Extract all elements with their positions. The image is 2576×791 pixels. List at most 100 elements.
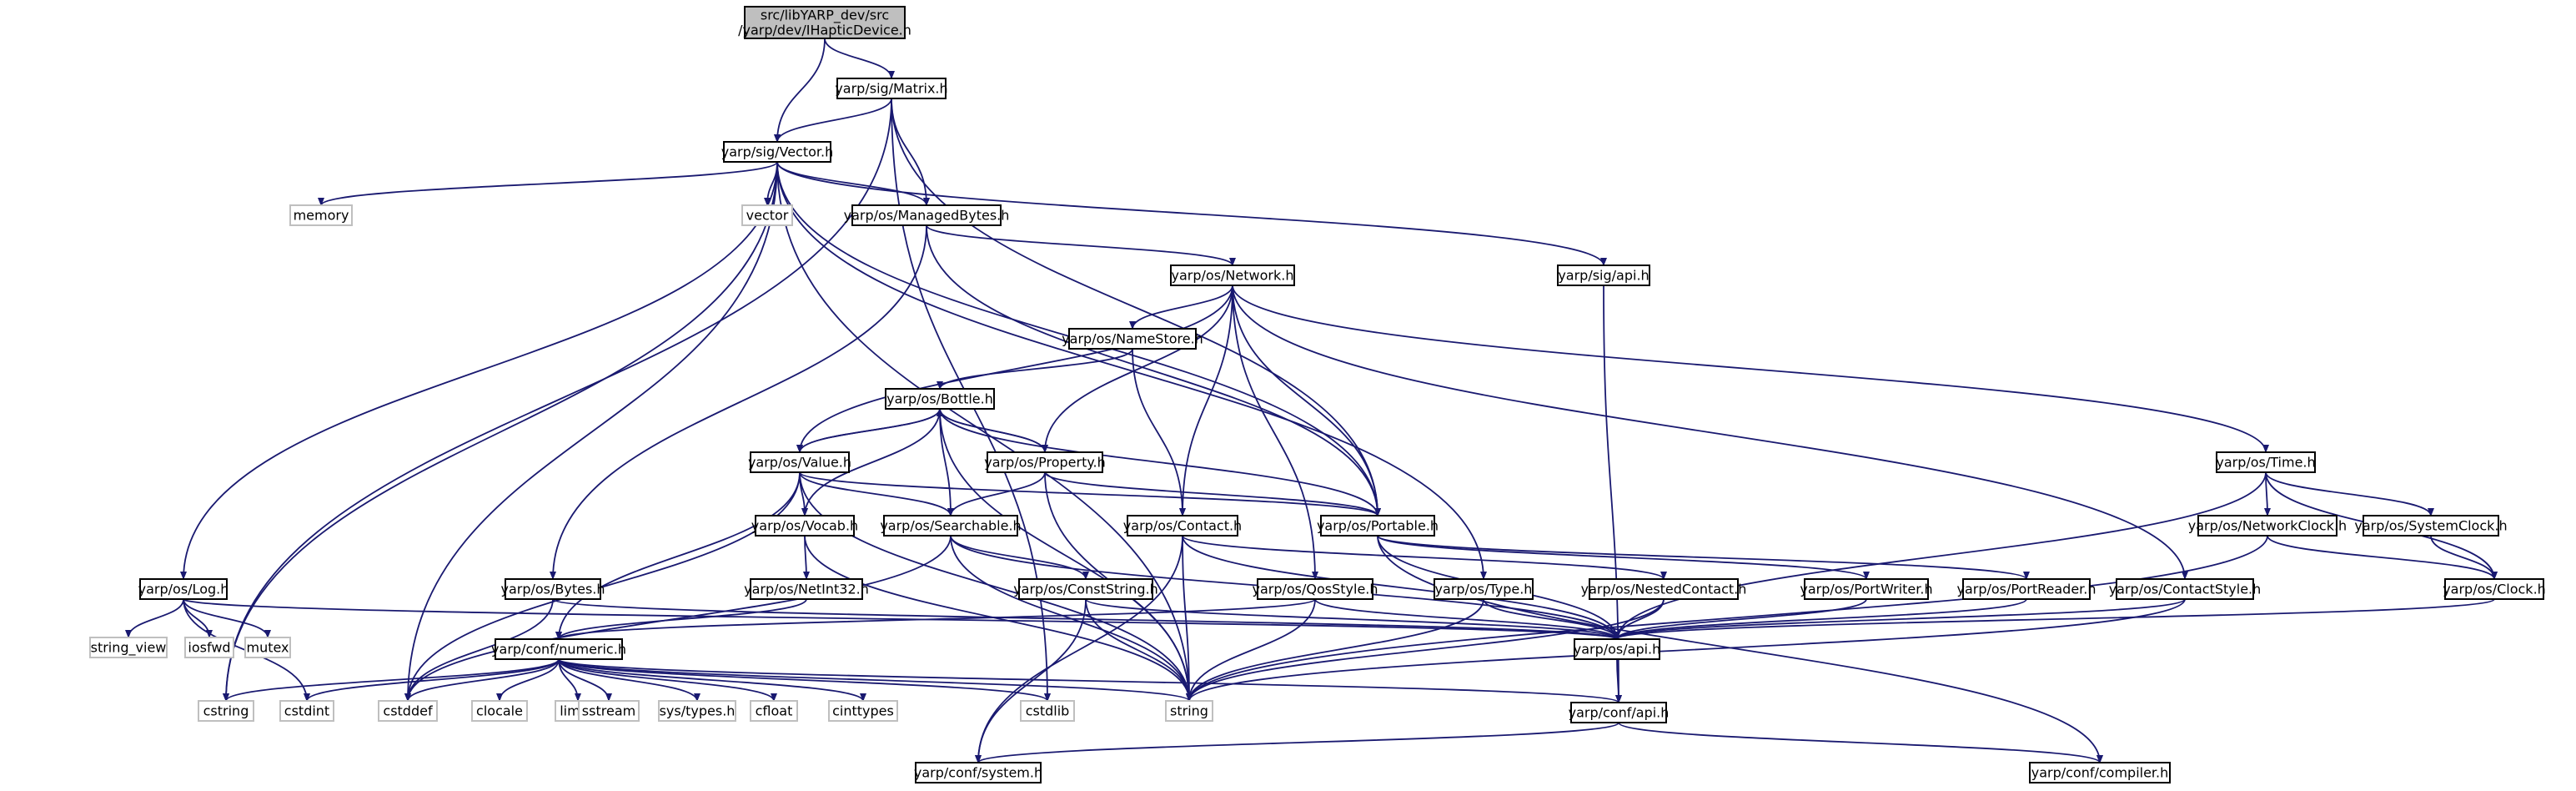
node-box-sstream [578, 700, 640, 722]
node-label-property: yarp/os/Property.h [984, 455, 1106, 471]
edge-namestore-to-bottle [936, 348, 1133, 390]
node-time[interactable]: yarp/os/Time.h [2216, 451, 2316, 473]
edge-network-to-value [796, 285, 1233, 453]
node-portreader[interactable]: yarp/os/PortReader.h [1956, 578, 2096, 600]
node-label-conststring: yarp/os/ConstString.h [1013, 582, 1158, 597]
node-label-root-0: src/libYARP_dev/src [761, 8, 889, 24]
edge-portable-to-confcompiler [1377, 535, 2103, 763]
node-property[interactable]: yarp/os/Property.h [984, 451, 1106, 473]
node-label-string_view: string_view [91, 640, 167, 657]
edge-confapi-to-confsystem [975, 722, 1619, 763]
edge-searchable-to-cstddef [404, 535, 952, 702]
node-label-matrix: yarp/sig/Matrix.h [835, 81, 947, 97]
node-confapi[interactable]: yarp/conf/api.h [1569, 702, 1670, 723]
node-type[interactable]: yarp/os/Type.h [1434, 578, 1534, 600]
node-box-confapi [1570, 702, 1667, 723]
node-cinttypes: cinttypes [828, 700, 898, 722]
node-label-confsystem: yarp/conf/system.h [914, 765, 1042, 781]
node-label-cinttypes: cinttypes [832, 703, 894, 719]
edge-layer [125, 38, 2498, 763]
edge-conststring-to-confsystem [975, 598, 1087, 763]
node-box-mutex [244, 637, 291, 658]
node-label-bytes: yarp/os/Bytes.h [500, 582, 605, 597]
edge-numeric-to-confapi [558, 658, 1622, 703]
node-root[interactable]: src/libYARP_dev/src/yarp/dev/IHapticDevi… [738, 6, 911, 39]
node-bottle[interactable]: yarp/os/Bottle.h [885, 388, 995, 410]
node-label-cfloat: cfloat [756, 703, 793, 719]
node-label-portreader: yarp/os/PortReader.h [1956, 582, 2096, 597]
node-numeric[interactable]: yarp/conf/numeric.h [491, 638, 626, 660]
node-box-network [1170, 265, 1295, 286]
edge-managedbytes-to-network [926, 224, 1236, 266]
node-box-systemclock [2363, 515, 2499, 537]
edge-value-to-numeric [555, 471, 801, 640]
node-label-osapi: yarp/os/api.h [1574, 642, 1661, 657]
node-label-systypes: sys/types.h [660, 703, 736, 719]
node-netint32[interactable]: yarp/os/NetInt32.h [744, 578, 869, 600]
node-contact[interactable]: yarp/os/Contact.h [1123, 515, 1242, 537]
node-label-qosstyle: yarp/os/QosStyle.h [1252, 582, 1378, 597]
node-sigapi[interactable]: yarp/sig/api.h [1557, 265, 1650, 286]
node-label-network: yarp/os/Network.h [1172, 268, 1294, 284]
node-bytes[interactable]: yarp/os/Bytes.h [500, 578, 605, 600]
edge-log-to-osapi [183, 598, 1620, 640]
node-namestore[interactable]: yarp/os/NameStore.h [1062, 328, 1203, 350]
node-vocab[interactable]: yarp/os/Vocab.h [751, 515, 858, 537]
node-value[interactable]: yarp/os/Value.h [748, 451, 851, 473]
node-portable[interactable]: yarp/os/Portable.h [1317, 515, 1439, 537]
node-searchable[interactable]: yarp/os/Searchable.h [880, 515, 1022, 537]
edge-value-to-searchable [799, 471, 954, 516]
node-clocale: clocale [471, 700, 528, 722]
node-contactstyle[interactable]: yarp/os/ContactStyle.h [2109, 578, 2262, 600]
node-osapi[interactable]: yarp/os/api.h [1574, 638, 1661, 660]
edge-managedbytes-to-portable [926, 224, 1381, 516]
node-label-searchable: yarp/os/Searchable.h [880, 518, 1021, 534]
node-box-confsystem [915, 762, 1042, 783]
edge-network-to-time [1232, 285, 2269, 453]
node-network[interactable]: yarp/os/Network.h [1170, 265, 1295, 286]
node-confsystem[interactable]: yarp/conf/system.h [914, 762, 1042, 783]
edge-network-to-contact [1179, 285, 1233, 516]
node-cfloat: cfloat [750, 700, 798, 722]
edge-namestore-to-contact [1132, 348, 1186, 516]
node-vectorstd: vector [741, 204, 793, 226]
node-label-cstdlib: cstdlib [1026, 703, 1070, 719]
node-mutex: mutex [244, 637, 291, 658]
edge-qosstyle-to-numeric [555, 598, 1316, 640]
node-conststring[interactable]: yarp/os/ConstString.h [1013, 578, 1158, 600]
edge-numeric-to-cstdlib [558, 658, 1051, 702]
node-clock[interactable]: yarp/os/Clock.h [2443, 578, 2546, 600]
node-label-netint32: yarp/os/NetInt32.h [744, 582, 869, 597]
node-networkclock[interactable]: yarp/os/NetworkClock.h [2188, 515, 2347, 537]
node-label-systemclock: yarp/os/SystemClock.h [2354, 518, 2507, 534]
node-confcompiler[interactable]: yarp/conf/compiler.h [2029, 762, 2171, 783]
node-nestedcontact[interactable]: yarp/os/NestedContact.h [1581, 578, 1747, 600]
edge-contact-to-nestedcontact [1182, 535, 1667, 580]
node-label-vector: yarp/sig/Vector.h [721, 144, 833, 160]
node-portwriter[interactable]: yarp/os/PortWriter.h [1800, 578, 1933, 600]
node-sstream: sstream [578, 700, 640, 722]
edge-property-to-bottle [936, 408, 1046, 453]
edge-bytes-to-cstddef [404, 598, 554, 702]
node-box-cstring [198, 700, 254, 722]
node-box-managedbytes [851, 204, 1002, 226]
node-log[interactable]: yarp/os/Log.h [138, 578, 229, 600]
edge-network-to-qosstyle [1232, 285, 1318, 580]
node-managedbytes[interactable]: yarp/os/ManagedBytes.h [844, 204, 1010, 226]
edge-vector-to-string [776, 161, 1193, 702]
node-matrix[interactable]: yarp/sig/Matrix.h [835, 78, 948, 99]
node-vector[interactable]: yarp/sig/Vector.h [721, 141, 833, 163]
edge-time-to-osapi [1614, 471, 2267, 640]
node-box-qosstyle [1257, 578, 1373, 600]
edge-numeric-to-cinttypes [558, 658, 866, 702]
node-qosstyle[interactable]: yarp/os/QosStyle.h [1252, 578, 1378, 600]
edge-bottle-to-vocab [801, 408, 941, 516]
node-box-bytes [505, 578, 601, 600]
node-systemclock[interactable]: yarp/os/SystemClock.h [2354, 515, 2508, 537]
node-cstdint: cstdint [279, 700, 334, 722]
edge-conststring-to-string [1085, 598, 1193, 702]
edge-numeric-to-cstdint [304, 658, 560, 702]
node-box-numeric [495, 638, 623, 660]
node-label-memory: memory [294, 208, 349, 224]
